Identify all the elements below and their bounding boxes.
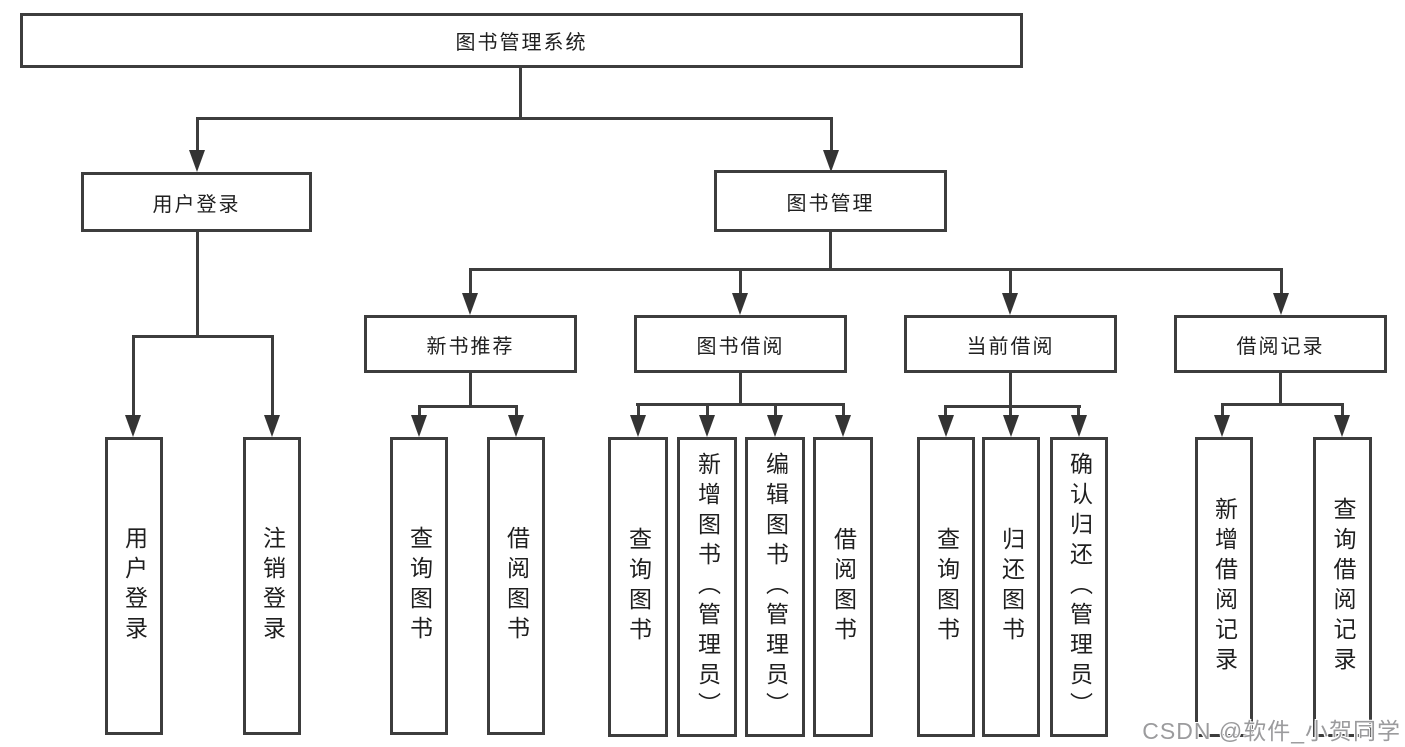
node-br-query-record: 查询借阅记录 (1313, 437, 1372, 737)
connector-nb-rail (418, 405, 518, 408)
arrowhead-current-borrow (1002, 293, 1018, 315)
node-root: 图书管理系统 (20, 13, 1023, 68)
connector-ul-stem-1 (132, 335, 135, 415)
node-br-add-record: 新增借阅记录 (1195, 437, 1253, 737)
node-cb-query-books: 查询图书 (917, 437, 975, 737)
connector-l3-stem-2 (739, 268, 742, 293)
node-bb-add-books-admin: 新增图书（管理员） (677, 437, 737, 737)
connector-bb-stem-1 (637, 403, 640, 415)
arrowhead-login (125, 415, 141, 437)
arrowhead-logout (264, 415, 280, 437)
connector-cb-stem-3 (1077, 405, 1080, 415)
node-nb-borrow-books: 借阅图书 (487, 437, 545, 735)
arrowhead-book-borrow (732, 293, 748, 315)
connector-nb-stub (469, 373, 472, 408)
connector-bb-stem-4 (842, 403, 845, 415)
arrowhead-bb-query (630, 415, 646, 437)
node-cb-confirm-return-admin: 确认归还（管理员） (1050, 437, 1108, 737)
node-bb-edit-books-admin: 编辑图书（管理员） (745, 437, 805, 737)
connector-cb-stem-2 (1009, 405, 1012, 415)
connector-nb-stem-1 (418, 405, 421, 415)
node-user-login: 用户登录 (81, 172, 312, 232)
connector-nb-stem-2 (515, 405, 518, 415)
connector-l3-rail (469, 268, 1283, 271)
arrowhead-bb-add (699, 415, 715, 437)
arrowhead-br-add (1214, 415, 1230, 437)
arrowhead-bb-borrow (835, 415, 851, 437)
node-bb-borrow-books: 借阅图书 (813, 437, 873, 737)
node-current-borrowing: 当前借阅 (904, 315, 1117, 373)
connector-bb-stem-3 (774, 403, 777, 415)
node-logout: 注销登录 (243, 437, 301, 735)
connector-root-stub (519, 68, 522, 120)
arrowhead-new-book-rec (462, 293, 478, 315)
arrowhead-book-mgmt (823, 150, 839, 172)
connector-l3-stem-4 (1280, 268, 1283, 293)
arrowhead-br-query (1334, 415, 1350, 437)
connector-bb-rail (636, 403, 845, 406)
connector-cb-rail (944, 405, 1081, 408)
node-book-borrowing: 图书借阅 (634, 315, 847, 373)
connector-br-stem-1 (1221, 403, 1224, 415)
node-nb-query-books: 查询图书 (390, 437, 448, 735)
connector-ul-rail (132, 335, 274, 338)
node-borrowing-records: 借阅记录 (1174, 315, 1387, 373)
arrowhead-borrow-record (1273, 293, 1289, 315)
connector-cb-stem-1 (944, 405, 947, 415)
arrowhead-nb-borrow (508, 415, 524, 437)
node-bb-query-books: 查询图书 (608, 437, 668, 737)
arrowhead-user-login (189, 150, 205, 172)
connector-ul-stem-2 (271, 335, 274, 415)
connector-l3-stem-1 (469, 268, 472, 293)
connector-ul-stub (196, 232, 199, 338)
connector-cb-stub (1009, 373, 1012, 408)
connector-bm-stub (829, 232, 832, 271)
node-cb-return-books: 归还图书 (982, 437, 1040, 737)
connector-bb-stub (739, 373, 742, 406)
connector-br-rail (1221, 403, 1344, 406)
connector-br-stub (1279, 373, 1282, 406)
node-book-management: 图书管理 (714, 170, 947, 232)
arrowhead-bb-edit (767, 415, 783, 437)
connector-l3-stem-3 (1009, 268, 1012, 293)
watermark: CSDN @软件_小贺同学 (1142, 718, 1401, 744)
arrowhead-cb-return (1003, 415, 1019, 437)
connector-l2-rail (196, 117, 833, 120)
connector-bb-stem-2 (706, 403, 709, 415)
arrowhead-cb-confirm (1071, 415, 1087, 437)
arrowhead-cb-query (938, 415, 954, 437)
connector-l2-stem-right (830, 117, 833, 150)
arrowhead-nb-query (411, 415, 427, 437)
node-login: 用户登录 (105, 437, 163, 735)
connector-br-stem-2 (1341, 403, 1344, 415)
node-new-book-recommend: 新书推荐 (364, 315, 577, 373)
connector-l2-stem-left (196, 117, 199, 150)
